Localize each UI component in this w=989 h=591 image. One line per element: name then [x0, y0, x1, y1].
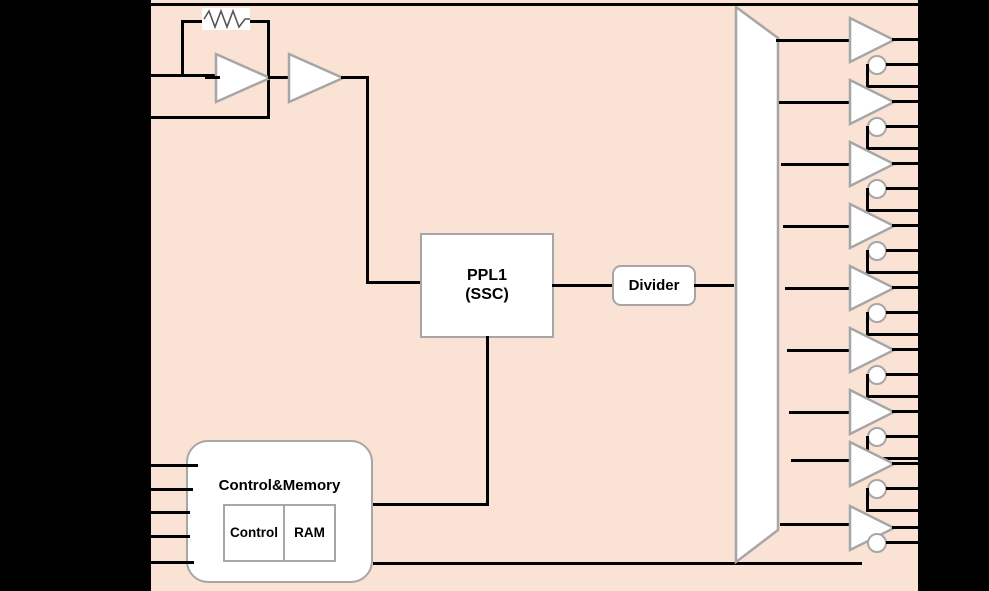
- wire-buffer-1-output-p: [892, 38, 989, 41]
- wire-xin-input: [151, 74, 226, 77]
- buffer-triangle-icon: [848, 325, 898, 375]
- buffer-triangle-icon: [848, 387, 898, 437]
- pll-label-line1: PPL1: [466, 266, 507, 284]
- wire-osc-output-vertical: [366, 76, 369, 283]
- wire-buffer-4-output-n: [886, 249, 989, 252]
- wire-xout-input: [151, 116, 270, 119]
- pin-stub-top: [151, 3, 918, 6]
- wire-buffer-7-bubble-tail: [866, 457, 989, 460]
- wire-buffer-4-output-p: [892, 224, 989, 227]
- ram-sub-label: RAM: [294, 524, 325, 540]
- wire-buffer-6-bubble-tail: [866, 395, 989, 398]
- wire-buffer-2-output-p: [892, 100, 989, 103]
- wire-buffer-2-input: [779, 101, 850, 104]
- control-sub-label: Control: [230, 524, 278, 540]
- wire-control-pin-4: [151, 535, 190, 538]
- wire-feedback-top-left: [181, 20, 209, 23]
- wire-buffer-5-output-p: [892, 286, 989, 289]
- buffer-triangle-icon: [848, 201, 898, 251]
- wire-buffer-2-bubble-tail: [866, 147, 989, 150]
- buffer-triangle-icon: [848, 77, 898, 127]
- ram-sub-block[interactable]: RAM: [285, 503, 336, 562]
- pll-block[interactable]: PPL1 (SSC): [420, 233, 554, 338]
- wire-buffer-2-output-n: [886, 125, 989, 128]
- wire-feedback-left-vertical: [181, 20, 184, 77]
- wire-buffer-5-output-n: [886, 311, 989, 314]
- control-memory-subblocks: Control RAM: [223, 503, 336, 562]
- buffer-triangle-icon: [287, 52, 347, 104]
- wire-buffer-6-bubble-drop: [866, 374, 869, 397]
- divider-block[interactable]: Divider: [612, 265, 696, 306]
- wire-buffer-1-input: [776, 39, 850, 42]
- wire-control-bottom-bus: [373, 562, 862, 565]
- resistor-icon: [202, 8, 250, 30]
- wire-buffer-7-bubble-drop: [866, 436, 869, 459]
- wire-buffer-1-bubble-tail: [866, 85, 989, 88]
- wire-amp1-to-amp2: [268, 76, 292, 79]
- wire-buffer-7-input: [789, 411, 850, 414]
- wire-buffer-6-input: [787, 349, 850, 352]
- wire-control-pin-2: [151, 488, 193, 491]
- control-memory-title: Control&Memory: [218, 477, 341, 494]
- wire-buffer-8-input: [791, 459, 850, 462]
- wire-buffer-6-output-n: [886, 373, 989, 376]
- inverting-bubble-icon: [866, 302, 888, 324]
- wire-buffer-3-input: [781, 163, 850, 166]
- wire-buffer-9-input: [780, 523, 850, 526]
- wire-buffer-5-bubble-drop: [866, 312, 869, 335]
- wire-buffer-9-output-n: [886, 541, 989, 544]
- wire-control-to-pll: [371, 503, 489, 506]
- wire-buffer-8-output-p: [892, 462, 989, 465]
- wire-buffer-5-bubble-tail: [866, 333, 989, 336]
- buffer-triangle-icon: [848, 139, 898, 189]
- wire-buffer-4-input: [783, 225, 850, 228]
- mux-trapezoid-icon[interactable]: [728, 0, 784, 591]
- inverting-bubble-icon: [866, 178, 888, 200]
- wire-buffer-8-bubble-tail: [866, 509, 989, 512]
- wire-control-pin-3: [151, 511, 190, 514]
- wire-amp1-input: [205, 76, 220, 79]
- wire-buffer-4-bubble-tail: [866, 271, 989, 274]
- wire-feedback-top-right: [243, 20, 270, 23]
- wire-buffer-3-bubble-drop: [866, 188, 869, 211]
- buffer-triangle-icon: [848, 263, 898, 313]
- wire-buffer-4-bubble-drop: [866, 250, 869, 273]
- inverting-bubble-icon: [866, 240, 888, 262]
- wire-buffer-3-bubble-tail: [866, 209, 989, 212]
- control-sub-block[interactable]: Control: [223, 503, 285, 562]
- inverting-bubble-icon: [866, 532, 888, 554]
- wire-control-pin-1: [151, 464, 198, 467]
- wire-feedback-right-vertical: [267, 20, 270, 119]
- wire-buffer-3-output-n: [886, 187, 989, 190]
- inverting-bubble-icon: [866, 478, 888, 500]
- inverting-bubble-icon: [866, 116, 888, 138]
- wire-osc-output-horizontal: [341, 76, 369, 79]
- buffer-triangle-icon: [848, 439, 898, 489]
- wire-buffer-1-bubble-drop: [866, 64, 869, 87]
- amplifier-triangle-icon: [214, 52, 274, 104]
- wire-buffer-1-output-n: [886, 63, 989, 66]
- wire-buffer-7-output-p: [892, 410, 989, 413]
- wire-buffer-5-input: [785, 287, 850, 290]
- pll-label-line2: (SSC): [465, 285, 509, 303]
- wire-control-pin-5: [151, 561, 194, 564]
- wire-buffer-8-bubble-drop: [866, 488, 869, 511]
- wire-osc-to-pll: [366, 281, 422, 284]
- buffer-triangle-icon: [848, 15, 898, 65]
- control-memory-block[interactable]: Control&Memory Control RAM: [186, 440, 373, 583]
- wire-buffer-8-output-n: [886, 487, 989, 490]
- wire-buffer-6-output-p: [892, 348, 989, 351]
- wire-divider-to-fanout: [694, 284, 734, 287]
- wire-buffer-7-output-n: [886, 435, 989, 438]
- divider-label: Divider: [628, 276, 680, 294]
- wire-buffer-3-output-p: [892, 162, 989, 165]
- wire-buffer-2-bubble-drop: [866, 126, 869, 149]
- inverting-bubble-icon: [866, 364, 888, 386]
- wire-pll-to-divider: [552, 284, 614, 287]
- inverting-bubble-icon: [866, 54, 888, 76]
- wire-pll-control-vertical: [486, 336, 489, 505]
- wire-buffer-9-output-p: [892, 526, 989, 529]
